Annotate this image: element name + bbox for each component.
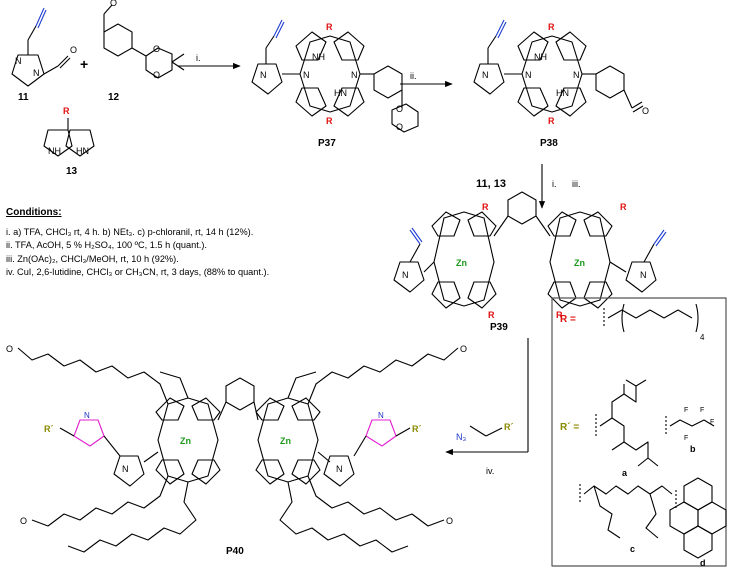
hn-atom-p38: HN xyxy=(556,88,569,98)
arrow-step1-label: i. xyxy=(196,53,201,63)
compound-p38-label: P38 xyxy=(540,138,558,149)
arrow-step3a-label: i. xyxy=(552,179,557,189)
o-atom-12c: O xyxy=(153,70,160,80)
nh-atom-p37: NH xyxy=(312,52,325,62)
legend-label-d: d xyxy=(700,558,706,568)
r-group-p39-d: R xyxy=(556,310,563,320)
compound-12-structure xyxy=(103,4,185,79)
arrow-step3b-label: iii. xyxy=(572,179,581,189)
hn-atom-p37: HN xyxy=(334,88,347,98)
reaction-arrows xyxy=(178,62,546,456)
conditions-heading: Conditions: xyxy=(6,207,62,218)
plus-sign: + xyxy=(80,56,89,72)
n-atom-11b: N xyxy=(15,56,22,66)
legend-f-atom-3: F xyxy=(710,419,714,426)
nh-atom-13: NH xyxy=(48,146,61,156)
r-group-13: R xyxy=(63,106,70,116)
porphyrin-dimer-p39-structure xyxy=(393,191,667,309)
compound-11-label: 11 xyxy=(18,92,29,103)
legend-r-def: R = xyxy=(560,314,576,325)
triazole-n-right: N xyxy=(378,411,384,420)
zn-atom-p40-right: Zn xyxy=(280,436,291,446)
n-atom-p38a: N xyxy=(525,70,532,80)
legend-rprime-def: R´ = xyxy=(560,422,579,433)
n-atom-p38b: N xyxy=(573,70,580,80)
r-group-p37-bottom: R xyxy=(326,116,333,126)
substituent-legend xyxy=(551,297,727,567)
o-atom-chain-2: O xyxy=(460,344,467,354)
compound-11-structure xyxy=(11,7,71,87)
o-atom-p37a: O xyxy=(396,104,403,114)
o-atom-chain-1: O xyxy=(6,344,13,354)
zn-atom-p39-left: Zn xyxy=(456,258,467,268)
compound-13-label: 13 xyxy=(66,166,78,177)
legend-f-atom-1: F xyxy=(684,407,688,414)
porphyrin-dimer-p40-structure xyxy=(17,347,503,553)
n-atom-p39a: N xyxy=(402,270,409,280)
r-group-p38-bottom: R xyxy=(548,116,555,126)
azide-label: N₃ xyxy=(456,432,466,442)
n-atom-p37a: N xyxy=(303,70,310,80)
legend-label-c: c xyxy=(630,544,635,554)
o-atom-p37b: O xyxy=(396,122,403,132)
o-atom-12: O xyxy=(110,0,117,8)
o-atom-chain-4: O xyxy=(446,516,453,526)
compound-12-label: 12 xyxy=(108,92,120,103)
n-atom-p39b: N xyxy=(640,270,647,280)
o-atom-12b: O xyxy=(153,44,160,54)
legend-r-subscript: 4 xyxy=(700,333,705,342)
compound-13-structure xyxy=(43,118,95,157)
condition-line-4: iv. CuI, 2,6-lutidine, CHCl₃ or CH₃CN, r… xyxy=(6,267,270,277)
condition-line-1: i. a) TFA, CHCl₃ rt, 4 h. b) NEt₃. c) p-… xyxy=(6,226,254,237)
compound-p37-label: P37 xyxy=(318,138,336,149)
nh-atom-p38: NH xyxy=(534,52,547,62)
n-atom-p37c: N xyxy=(260,70,267,80)
n-atom-p38c: N xyxy=(482,70,489,80)
condition-line-3: iii. Zn(OAc)₂, CHCl₃/MeOH, rt, 10 h (92%… xyxy=(6,253,179,264)
legend-label-b: b xyxy=(690,444,696,454)
r-group-p39-c: R xyxy=(488,310,495,320)
conditions-block: Conditions: i. a) TFA, CHCl₃ rt, 4 h. b)… xyxy=(6,206,406,280)
o-atom-11: O xyxy=(70,45,77,55)
rprime-azide: R´ xyxy=(504,422,514,432)
arrow-step4-label: iv. xyxy=(486,466,495,476)
o-atom-p38: O xyxy=(642,106,649,116)
r-group-p38-top: R xyxy=(548,22,555,32)
reagents-11-13-label: 11, 13 xyxy=(476,178,506,190)
n-atom-p40b: N xyxy=(336,464,343,474)
triazole-n-left: N xyxy=(84,411,90,420)
zn-atom-p39-right: Zn xyxy=(574,258,585,268)
legend-f-atom-4: F xyxy=(684,435,688,442)
zn-atom-p40-left: Zn xyxy=(180,436,191,446)
arrow-step2-label: ii. xyxy=(410,71,417,81)
n-atom-p37b: N xyxy=(351,70,358,80)
n-atom-11: N xyxy=(33,68,40,78)
legend-f-atom-2: F xyxy=(700,407,704,414)
r-group-p39-b: R xyxy=(620,202,627,212)
rprime-p40-left: R´ xyxy=(44,424,54,434)
rprime-p40-right: R´ xyxy=(412,424,422,434)
r-group-p39-a: R xyxy=(482,202,489,212)
compound-p39-label: P39 xyxy=(490,322,508,333)
r-group-p37-top: R xyxy=(326,22,333,32)
condition-line-2: ii. TFA, AcOH, 5 % H₂SO₄, 100 ºC, 1.5 h … xyxy=(6,240,207,250)
porphyrin-p37-structure xyxy=(251,19,419,133)
compound-p40-label: P40 xyxy=(226,546,244,557)
o-atom-chain-3: O xyxy=(20,516,27,526)
hn-atom-13: HN xyxy=(76,146,89,156)
n-atom-p40a: N xyxy=(122,464,129,474)
porphyrin-p38-structure xyxy=(473,19,644,117)
legend-label-a: a xyxy=(622,468,628,478)
